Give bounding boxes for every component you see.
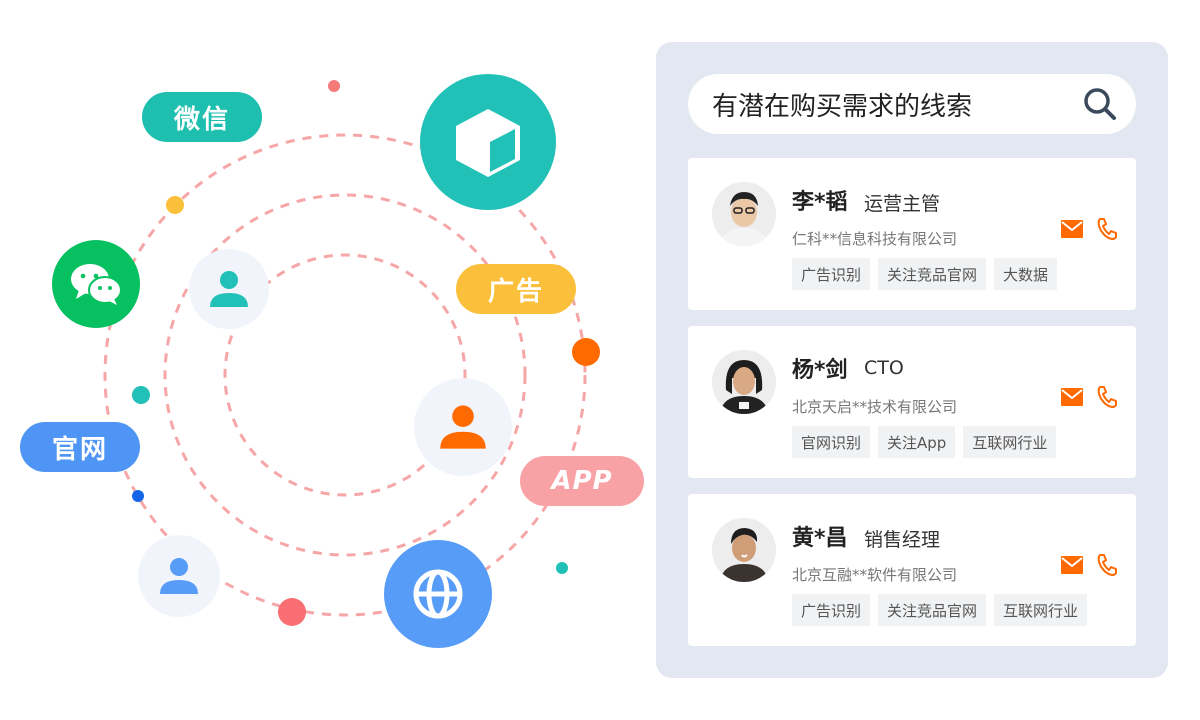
lead-tags: 官网识别 关注App 互联网行业 xyxy=(792,426,1057,458)
website-globe-circle xyxy=(384,540,492,648)
lead-company: 仁科**信息科技有限公司 xyxy=(792,230,958,248)
lead-tag: 关注竞品官网 xyxy=(878,594,987,626)
dot-decor xyxy=(132,386,150,404)
wechat-circle xyxy=(52,240,140,328)
orbit-rings xyxy=(103,80,600,626)
search-bar[interactable]: 有潜在购买需求的线索 xyxy=(688,74,1136,134)
lead-tag: 互联网行业 xyxy=(963,426,1057,458)
mail-icon[interactable] xyxy=(1061,388,1083,406)
lead-title: 销售经理 xyxy=(864,529,941,551)
lead-name: 黄*昌 xyxy=(792,526,848,551)
orbit-ring-inner xyxy=(223,253,467,497)
lead-tag: 大数据 xyxy=(994,258,1058,290)
lead-card[interactable]: 李*韬 运营主管 仁科**信息科技有限公司 广告识别 关注竞品官网 大数据 xyxy=(688,158,1136,310)
mail-icon[interactable] xyxy=(1061,556,1083,574)
user-icon xyxy=(160,558,198,594)
dot-decor xyxy=(556,562,568,574)
user-node-teal xyxy=(189,249,269,329)
lead-company: 北京互融**软件有限公司 xyxy=(792,566,958,584)
globe-icon xyxy=(413,569,463,619)
dot-decor xyxy=(166,196,184,214)
dot-decor xyxy=(132,490,144,502)
lead-tag: 广告识别 xyxy=(792,258,871,290)
channel-orbit-illustration: 微信 广告 官网 APP xyxy=(20,74,644,648)
avatar xyxy=(712,350,776,414)
lead-tags: 广告识别 关注竞品官网 互联网行业 xyxy=(792,594,1088,626)
cube-icon xyxy=(456,109,520,177)
lead-tag: 关注竞品官网 xyxy=(878,258,987,290)
lead-title: 运营主管 xyxy=(864,193,941,215)
user-node-orange xyxy=(414,378,512,476)
lead-tag: 关注App xyxy=(878,426,956,458)
lead-company: 北京天启**技术有限公司 xyxy=(792,398,958,416)
mail-icon[interactable] xyxy=(1061,220,1083,238)
avatar xyxy=(712,518,776,582)
search-query-text: 有潜在购买需求的线索 xyxy=(712,91,973,122)
phone-icon[interactable] xyxy=(1097,218,1117,240)
dot-decor xyxy=(328,80,340,92)
user-node-blue xyxy=(138,535,220,617)
dot-decor xyxy=(572,338,600,366)
user-icon xyxy=(440,405,486,449)
lead-tags: 广告识别 关注竞品官网 大数据 xyxy=(792,258,1058,290)
lead-panel: 有潜在购买需求的线索 李*韬 运营主管 仁科**信息科技有限公司 广告识别 关注… xyxy=(656,42,1168,678)
channel-pill-website: 官网 xyxy=(20,422,140,472)
lead-tag: 官网识别 xyxy=(792,426,871,458)
avatar-portrait xyxy=(712,350,776,414)
product-cube-circle xyxy=(420,74,556,210)
lead-name: 杨*剑 xyxy=(792,358,848,383)
lead-tag: 互联网行业 xyxy=(994,594,1088,626)
channel-pill-wechat: 微信 xyxy=(142,92,262,142)
wechat-icon xyxy=(71,264,122,305)
lead-title: CTO xyxy=(864,357,904,379)
search-icon[interactable] xyxy=(1082,86,1118,122)
phone-icon[interactable] xyxy=(1097,554,1117,576)
lead-tag: 广告识别 xyxy=(792,594,871,626)
lead-card[interactable]: 黄*昌 销售经理 北京互融**软件有限公司 广告识别 关注竞品官网 互联网行业 xyxy=(688,494,1136,646)
lead-card[interactable]: 杨*剑 CTO 北京天启**技术有限公司 官网识别 关注App 互联网行业 xyxy=(688,326,1136,478)
avatar-portrait xyxy=(712,182,776,246)
orbit-ring-outer xyxy=(103,133,587,617)
avatar-portrait xyxy=(712,518,776,582)
channel-pill-app: APP xyxy=(520,456,644,506)
avatar xyxy=(712,182,776,246)
phone-icon[interactable] xyxy=(1097,386,1117,408)
user-icon xyxy=(210,271,248,307)
channel-pill-ad: 广告 xyxy=(456,264,576,314)
dot-decor xyxy=(278,598,306,626)
lead-name: 李*韬 xyxy=(792,190,848,215)
orbit-ring-middle xyxy=(163,193,527,557)
